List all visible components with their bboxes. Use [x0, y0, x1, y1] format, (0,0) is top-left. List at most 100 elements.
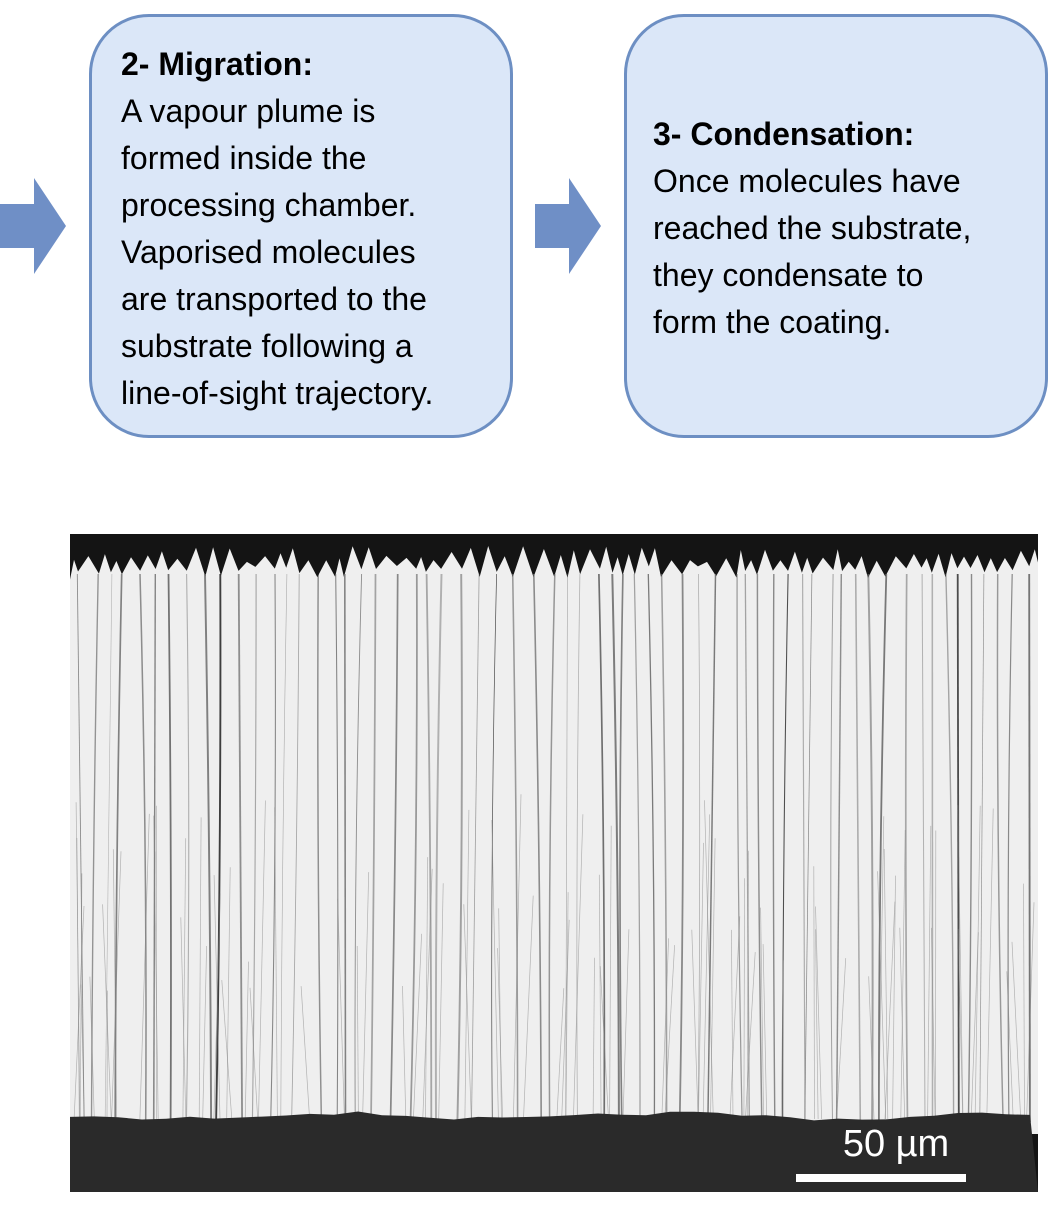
column-boundary-line [611, 573, 620, 1123]
column-boundary-line [804, 573, 813, 1123]
grain-boundary-line [957, 805, 964, 1120]
column-boundary-line [456, 573, 463, 1123]
column-boundary-line [354, 573, 363, 1123]
column-boundary-line [867, 573, 874, 1123]
grain-boundary-line [813, 866, 815, 1120]
grain-boundary-line [691, 929, 699, 1120]
grain-boundary-line [180, 917, 187, 1120]
grain-boundary-line [498, 908, 502, 1120]
grain-boundary-line [592, 957, 595, 1120]
scale-bar-label: 50 µm [842, 1123, 950, 1165]
grain-boundary-line [182, 838, 187, 1120]
column-boundary-line [904, 573, 909, 1123]
column-boundary-line [389, 573, 399, 1123]
grain-boundary-line [463, 904, 472, 1120]
scale-bar [796, 1174, 966, 1182]
flow-arrow-icon [0, 178, 66, 274]
column-boundary-line [1007, 573, 1013, 1123]
grain-boundary-line [868, 976, 875, 1120]
grain-boundary-line [73, 905, 85, 1120]
grain-boundary-line [729, 916, 741, 1120]
grain-boundary-line [75, 802, 81, 1120]
grain-boundary-line [491, 819, 499, 1120]
grain-boundary-line [661, 938, 669, 1120]
grain-boundary-line [1026, 902, 1035, 1120]
column-boundary-line [877, 573, 888, 1123]
column-boundary-line [633, 573, 641, 1123]
column-boundary-line [921, 573, 926, 1123]
column-boundary-line [291, 573, 300, 1123]
grain-boundary-line [425, 857, 429, 1120]
grain-boundary-line [986, 808, 994, 1120]
column-boundary-line [835, 573, 843, 1123]
column-boundary-line [647, 573, 656, 1123]
grain-boundary-line [974, 805, 981, 1120]
column-boundary-line [854, 573, 862, 1123]
grain-boundary-line [422, 868, 433, 1120]
column-boundary-line [565, 573, 568, 1123]
grain-boundary-line [1006, 971, 1014, 1120]
grain-boundary-line [337, 898, 345, 1120]
grain-boundary-line [664, 945, 675, 1120]
grain-boundary-line [79, 873, 83, 1120]
column-boundary-line [548, 573, 556, 1123]
column-boundary-line [945, 573, 955, 1123]
grain-boundary-line [743, 878, 745, 1120]
grain-boundary-line [438, 883, 444, 1120]
grain-boundary-line [226, 867, 231, 1120]
column-boundary-line [370, 573, 377, 1123]
column-boundary-line [317, 573, 323, 1123]
substrate-layer [70, 1111, 1038, 1192]
column-boundaries [73, 573, 1035, 1123]
grain-boundary-line [877, 871, 887, 1120]
column-boundary-line [76, 573, 85, 1123]
grain-boundary-line [89, 976, 95, 1120]
grain-boundary-line [221, 980, 233, 1120]
grain-boundary-line [153, 815, 159, 1120]
column-boundary-line [772, 573, 776, 1123]
grain-boundary-line [927, 825, 932, 1120]
column-boundary-line [533, 573, 542, 1123]
column-boundary-line [802, 573, 806, 1123]
step-migration-title: 2- Migration: [121, 46, 313, 82]
column-boundary-line [619, 573, 624, 1123]
column-boundary-line [830, 573, 834, 1123]
grain-boundary-line [710, 838, 716, 1120]
grain-boundary-line [599, 966, 609, 1120]
column-boundary-line [931, 573, 934, 1123]
grain-boundary-line [249, 987, 259, 1120]
grain-boundary-line [762, 944, 768, 1120]
grain-boundary-line [565, 892, 569, 1120]
grain-boundary-line [362, 872, 370, 1120]
grain-boundary-line [931, 927, 936, 1120]
grain-boundary-line [202, 945, 207, 1120]
column-boundary-line [660, 573, 668, 1123]
column-boundary-line [167, 573, 172, 1123]
column-boundary-line [967, 573, 973, 1123]
grain-boundary-line [556, 988, 565, 1120]
grain-boundary-line [900, 829, 906, 1120]
grain-boundary-line [899, 927, 906, 1120]
step-condensation-box: 3- Condensation: Once molecules have rea… [624, 14, 1048, 438]
grain-boundary-line [402, 985, 407, 1120]
grain-boundary-line [213, 893, 221, 1120]
grain-boundary-line [815, 929, 819, 1120]
column-boundary-line [576, 573, 581, 1123]
grain-boundary-line [892, 875, 896, 1120]
column-boundary-line [280, 573, 288, 1123]
column-boundary-line [335, 573, 339, 1123]
grain-boundary-line [704, 800, 714, 1120]
grain-boundary-line [102, 904, 112, 1120]
grain-boundary-line [731, 929, 734, 1120]
grain-boundary-line [413, 933, 422, 1120]
coating-layer [70, 546, 1038, 1134]
column-boundary-line [707, 573, 717, 1123]
step-migration-text: A vapour plume is formed inside the proc… [121, 93, 434, 411]
grain-boundary-line [139, 813, 150, 1120]
column-boundary-line [409, 573, 418, 1123]
grain-boundary-line [780, 960, 784, 1120]
columnar-microstructure-image [70, 534, 1038, 1192]
column-boundary-line [678, 573, 685, 1123]
column-boundary-line [956, 573, 960, 1123]
column-boundary-line [204, 573, 213, 1123]
